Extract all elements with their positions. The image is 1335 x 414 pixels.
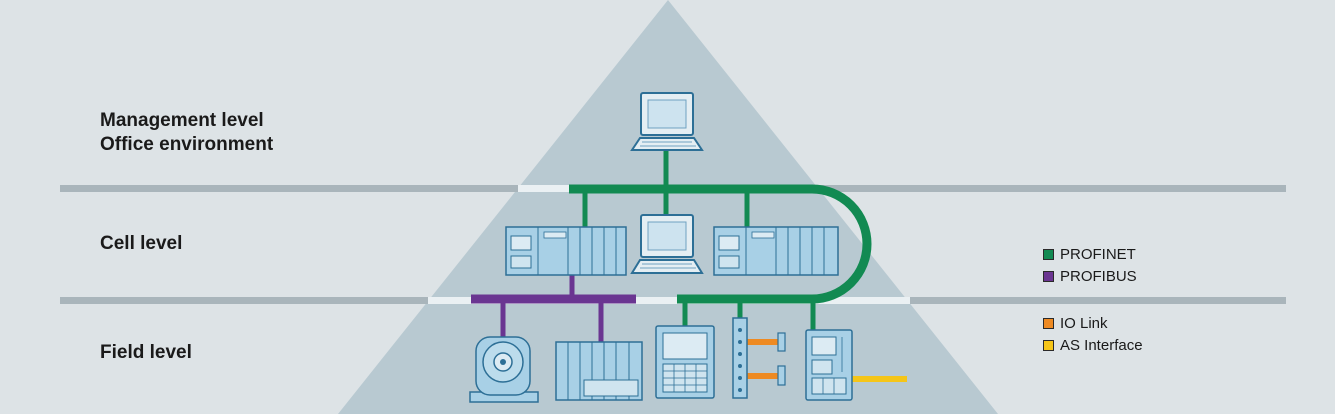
divider-cell-field: [60, 297, 1286, 304]
legend-swatch-profinet: [1043, 248, 1054, 260]
interface-legend: IO Link AS Interface: [1043, 312, 1143, 356]
io-module-icon: [555, 341, 643, 401]
legend-swatch-io-link: [1043, 317, 1054, 329]
hmi-panel-icon: [655, 325, 715, 399]
legend-swatch-as-interface: [1043, 339, 1054, 351]
legend-item-io-link: IO Link: [1043, 312, 1143, 334]
io-link-master-icon: [732, 317, 748, 399]
legend-item-profinet: PROFINET: [1043, 243, 1137, 265]
legend-label-io-link: IO Link: [1060, 314, 1108, 332]
legend-swatch-profibus: [1043, 270, 1054, 282]
network-legend: PROFINET PROFIBUS: [1043, 243, 1137, 287]
management-level-title: Management level: [100, 110, 264, 131]
computer-icon: [630, 214, 704, 274]
io-link-connections: [747, 339, 778, 379]
profinet-network: [569, 150, 872, 332]
management-level-subtitle: Office environment: [100, 134, 274, 155]
plc-icon: [505, 226, 627, 276]
as-interface-module-icon: [805, 329, 853, 401]
legend-label-as-interface: AS Interface: [1060, 336, 1143, 354]
cell-level-label: Cell level: [100, 233, 183, 254]
motor-icon: [469, 336, 539, 403]
legend-item-as-interface: AS Interface: [1043, 334, 1143, 356]
management-level-label: Management level Office environment: [100, 109, 273, 157]
sensor-icon: [777, 365, 786, 386]
sensor-icon: [777, 332, 786, 352]
legend-item-profibus: PROFIBUS: [1043, 265, 1137, 287]
plc-icon: [713, 226, 839, 276]
legend-label-profinet: PROFINET: [1060, 245, 1136, 263]
profibus-network: [471, 274, 636, 343]
computer-icon: [630, 92, 704, 151]
legend-label-profibus: PROFIBUS: [1060, 267, 1137, 285]
field-level-label: Field level: [100, 342, 192, 363]
